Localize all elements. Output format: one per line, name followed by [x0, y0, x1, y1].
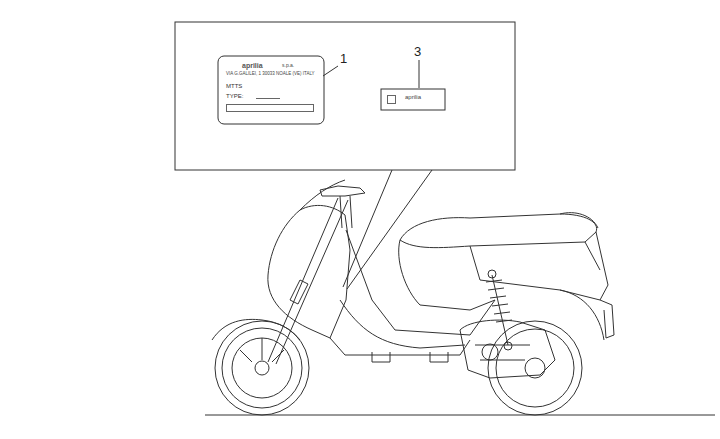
windscreen [300, 180, 345, 210]
callout-number: 1 [340, 52, 347, 65]
sticker-square [387, 95, 396, 104]
shock-absorber [486, 270, 512, 350]
address-text: VIA G.GALILEI, 1 30033 NOALE (VE) ITALY [226, 72, 315, 77]
front-fork [268, 186, 365, 364]
sticker-outline [218, 56, 324, 124]
sticker-label: aprilia [383, 91, 443, 108]
callout-number: 3 [414, 45, 421, 58]
sticker-label: aprilia s.p.a. VIA G.GALILEI, 1 30033 NOAL… [220, 58, 322, 122]
field-line [256, 98, 280, 99]
ground-line [205, 415, 715, 416]
leader-line [323, 66, 338, 76]
seat-body [399, 213, 608, 310]
front-mudguard [212, 319, 300, 340]
rear-wheel [488, 321, 582, 415]
brand-text: aprilia [405, 94, 421, 101]
callout-frame [175, 22, 515, 170]
frame [330, 230, 495, 362]
sticker-outline [381, 89, 445, 110]
leader-line [419, 60, 420, 88]
engine-swingarm [460, 320, 555, 378]
field-text: TYPE: [226, 93, 243, 100]
brand-text: aprilia [242, 62, 263, 70]
type-field-box [226, 104, 314, 112]
field-text: MTTS [226, 83, 242, 90]
company-text: s.p.a. [282, 63, 294, 69]
front-fairing [268, 205, 350, 338]
rear-mudguard [560, 290, 604, 340]
